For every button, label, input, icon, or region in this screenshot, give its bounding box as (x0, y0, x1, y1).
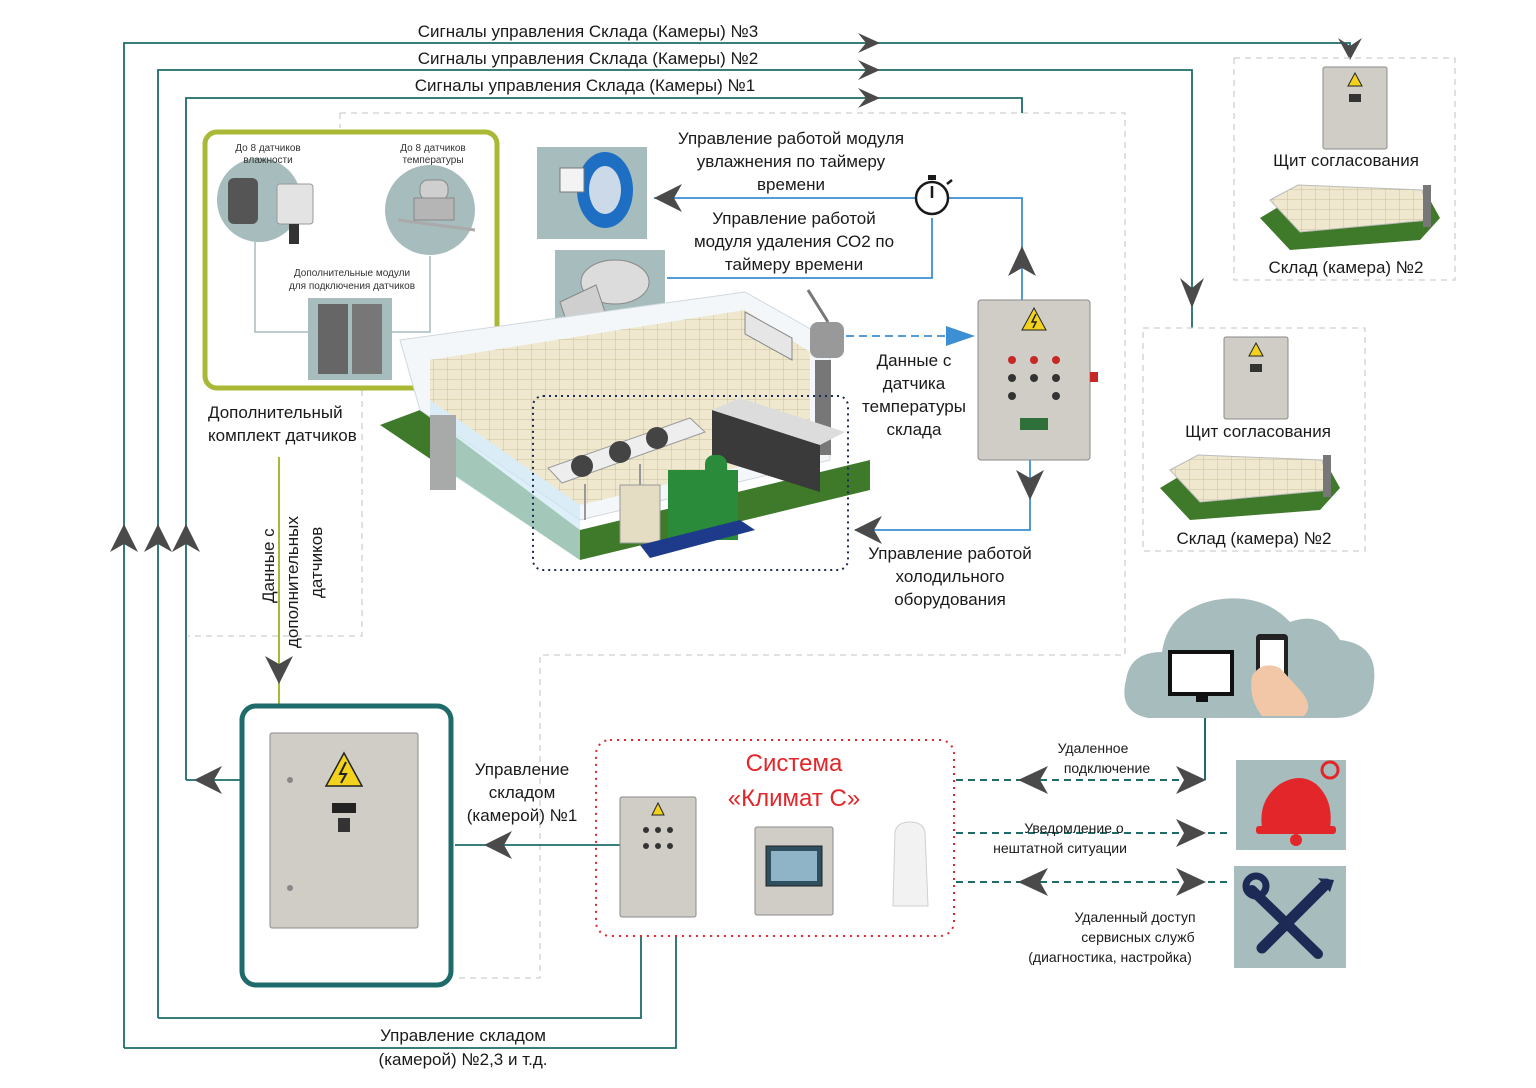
temp-sensor-label-1: До 8 датчиков (400, 143, 465, 154)
warehouse2-mid-store-label: Склад (камера) №2 (1177, 529, 1332, 548)
humid-label-1: Управление работой модуля (678, 129, 904, 148)
timer-icon (914, 175, 953, 216)
service-label-3: (диагностика, настройка) (1028, 949, 1192, 965)
bottom-label-1: Управление складом (380, 1026, 546, 1045)
signal-label-1: Сигналы управления Склада (Камеры) №1 (415, 76, 755, 95)
control-line-bottom-2 (124, 935, 677, 1049)
service-label-1: Удаленный доступ (1074, 909, 1195, 925)
modules-label-2: для подключения датчиков (289, 281, 415, 292)
system-title-2: «Климат С» (728, 785, 860, 812)
control1-label-3: (камерой) №1 (467, 806, 578, 825)
service-label-2: сервисных служб (1081, 929, 1194, 945)
cooling-label-2: холодильного (896, 567, 1005, 586)
warehouse2-mid-panel-image (1223, 336, 1289, 420)
modules-label-1: Дополнительные модули (294, 268, 410, 279)
warehouse1-coordination-panel (239, 703, 454, 988)
remote-arrows (1018, 766, 1206, 896)
blue-arrows (654, 184, 1044, 544)
router-icon (892, 821, 929, 907)
remote-lines (956, 779, 1228, 883)
co2-label-1: Управление работой (712, 209, 876, 228)
wrench-screwdriver-icon (1242, 872, 1334, 959)
alarm-label-1: Уведомление о (1024, 820, 1124, 836)
humidity-sensor-label-2: влажности (243, 155, 292, 166)
system-title-1: Система (746, 750, 843, 777)
temp-sensor-label-2: температуры (402, 155, 463, 166)
extra-sensor-arrow (265, 656, 293, 684)
warehouse2-top-store-label: Склад (камера) №2 (1269, 258, 1424, 277)
humid-label-2: увлажнения по таймеру (697, 152, 886, 171)
climate-c-system (595, 739, 955, 937)
alarm-bell-tile (1236, 760, 1346, 850)
system-panel-image (619, 796, 697, 918)
signal-arrows (110, 33, 1362, 859)
extra-sensor-data-label: Данные с (259, 528, 278, 603)
extra-data-label-2: дополнительных (283, 516, 302, 648)
signal-label-3: Сигналы управления Склада (Камеры) №3 (418, 22, 758, 41)
remote-connect-label-2: подключение (1064, 760, 1151, 776)
temp-data-label-1: Данные с (877, 351, 952, 370)
warehouse2-top-panel-image (1322, 66, 1388, 150)
warehouse-control-panel (977, 299, 1098, 461)
extra-data-label-3: датчиков (307, 527, 326, 598)
humid-label-3: времени (757, 175, 825, 194)
co2-label-3: таймеру времени (725, 255, 863, 274)
temp-data-label-2: датчика (883, 374, 946, 393)
signal-line-1 (185, 97, 1023, 780)
warehouse2-top-panel-label: Щит согласования (1273, 151, 1419, 170)
cloud-icon (1124, 598, 1375, 718)
alarm-bell-icon (1261, 778, 1331, 828)
warehouse2-top-box (1233, 57, 1456, 281)
temp-data-label-3: температуры (862, 397, 966, 416)
humidifier-image (537, 147, 647, 239)
alarm-label-2: нештатной ситуации (993, 840, 1127, 856)
cooling-equipment-image (547, 398, 845, 558)
sensor-kit-caption-1: Дополнительный (208, 403, 343, 422)
service-tools-tile (1234, 866, 1346, 968)
extra-data-label-1: Данные с (259, 528, 278, 603)
temp-data-label-4: склада (887, 420, 942, 439)
sensor-kit: До 8 датчиков влажности До 8 датчиков те… (202, 129, 500, 391)
control1-label-2: складом (489, 783, 556, 802)
cooling-label-3: оборудования (894, 590, 1006, 609)
cooling-label-1: Управление работой (868, 544, 1032, 563)
bottom-label-2: (камерой) №2,3 и т.д. (379, 1050, 548, 1069)
warehouse1-frame (188, 112, 1126, 979)
control-line-bottom-1 (158, 935, 642, 1019)
warehouse2-mid-panel-label: Щит согласования (1185, 422, 1331, 441)
warehouse2-mid-box (1142, 327, 1366, 552)
signal-label-2: Сигналы управления Склада (Камеры) №2 (418, 49, 758, 68)
co2-label-2: модуля удаления СО2 по (694, 232, 894, 251)
remote-connect-label-1: Удаленное (1058, 740, 1129, 756)
sensor-kit-caption-2: комплект датчиков (208, 426, 357, 445)
humidity-sensor-label-1: До 8 датчиков (235, 143, 300, 154)
control1-label-1: Управление (475, 760, 570, 779)
